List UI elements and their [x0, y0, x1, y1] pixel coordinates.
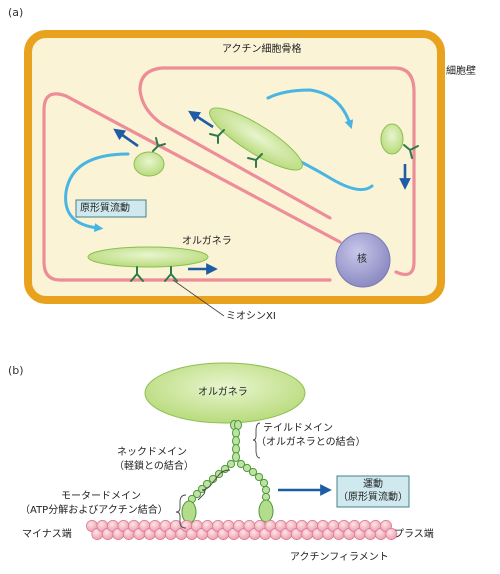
movement-label-box [336, 475, 410, 508]
organelle-small-right [380, 123, 404, 155]
panel-a-label: (a) [8, 6, 24, 19]
streaming-label: 原形質流動 [80, 203, 130, 214]
motor-domain-desc: （ATP分解およびアクチン結合） [20, 505, 168, 516]
tail-domain-desc: （オルガネラとの結合） [256, 437, 366, 448]
actin-filament [86, 520, 398, 540]
actin-cytoskeleton-label: アクチン細胞骨格 [222, 44, 302, 55]
plus-end-label: プラス端 [394, 529, 434, 540]
minus-end-label: マイナス端 [22, 529, 72, 540]
myosin-label: ミオシンXI [226, 311, 276, 322]
panel-b-label: (b) [8, 364, 24, 377]
organelle-label-b: オルガネラ [198, 387, 248, 398]
organelle-b [144, 362, 306, 424]
domain-braces [175, 422, 261, 529]
myosin-leader [172, 279, 225, 317]
tail-domain-label: テイルドメイン [263, 423, 333, 434]
movement-label: 運動 [363, 479, 383, 490]
organelle-diagonal [209, 107, 303, 171]
cell-wall-label: 細胞壁 [446, 66, 476, 77]
motor-domain-label: モータードメイン [61, 491, 141, 502]
movement-arrows [113, 110, 411, 275]
actin-bead [385, 528, 398, 540]
movement-desc: （原形質流動） [338, 492, 408, 503]
neck-domain-desc: （軽鎖との結合） [114, 461, 194, 472]
myosin-molecule [181, 420, 274, 524]
organelle-bottom [87, 246, 209, 268]
streaming-arrow-top [266, 88, 354, 130]
organelle-small-left [133, 151, 165, 177]
movement-arrow-small [113, 128, 139, 148]
cell-wall [24, 30, 445, 304]
organelle-label-a: オルガネラ [182, 236, 232, 247]
nucleus-label: 核 [357, 254, 367, 265]
movement-arrow-diagonal [188, 110, 214, 129]
nucleus [335, 232, 391, 288]
streaming-label-box [75, 199, 147, 218]
streaming-arrow-left [64, 152, 130, 233]
actin-filament-label: アクチンフィラメント [290, 552, 389, 563]
actin-cytoskeleton [42, 66, 416, 282]
myosin-motors [130, 129, 419, 282]
neck-domain-label: ネックドメイン [117, 447, 187, 458]
